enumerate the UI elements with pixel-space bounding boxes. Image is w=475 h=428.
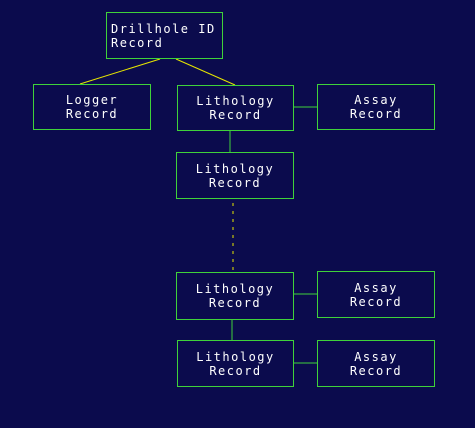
lithology-record-box-2: Lithology Record — [176, 152, 294, 199]
lith3-line2: Record — [208, 296, 262, 310]
logger-line2: Record — [65, 107, 119, 121]
assay3-line2: Record — [349, 363, 403, 378]
lithology-record-box-3: Lithology Record — [176, 272, 294, 320]
assay2-line1: Assay — [354, 280, 398, 295]
lithology-record-box-4: Lithology Record — [177, 340, 294, 387]
lithology-record-box-1: Lithology Record — [177, 85, 294, 131]
assay1-line2: Record — [349, 107, 403, 121]
lith1-line2: Record — [209, 108, 262, 122]
drillhole-id-record-box: Drillhole ID Record — [106, 12, 223, 59]
logger-record-box: Logger Record — [33, 84, 151, 130]
logger-line1: Logger — [65, 93, 119, 107]
lith4-line2: Record — [209, 363, 262, 378]
connector-drillhole-logger — [79, 58, 161, 85]
lith3-line1: Lithology — [195, 282, 275, 296]
lith2-line1: Lithology — [195, 161, 275, 176]
assay3-line1: Assay — [354, 349, 398, 364]
assay-record-box-2: Assay Record — [317, 271, 435, 318]
connector-drillhole-lithology — [175, 58, 236, 86]
assay1-line1: Assay — [354, 93, 398, 107]
assay-record-box-3: Assay Record — [317, 340, 435, 387]
drillhole-line2: Record — [111, 35, 164, 50]
drillhole-line1: Drillhole ID — [111, 21, 216, 36]
lith4-line1: Lithology — [196, 349, 275, 364]
assay2-line2: Record — [349, 294, 403, 309]
assay-record-box-1: Assay Record — [317, 84, 435, 130]
lith2-line2: Record — [208, 175, 262, 190]
lith1-line1: Lithology — [196, 94, 275, 108]
